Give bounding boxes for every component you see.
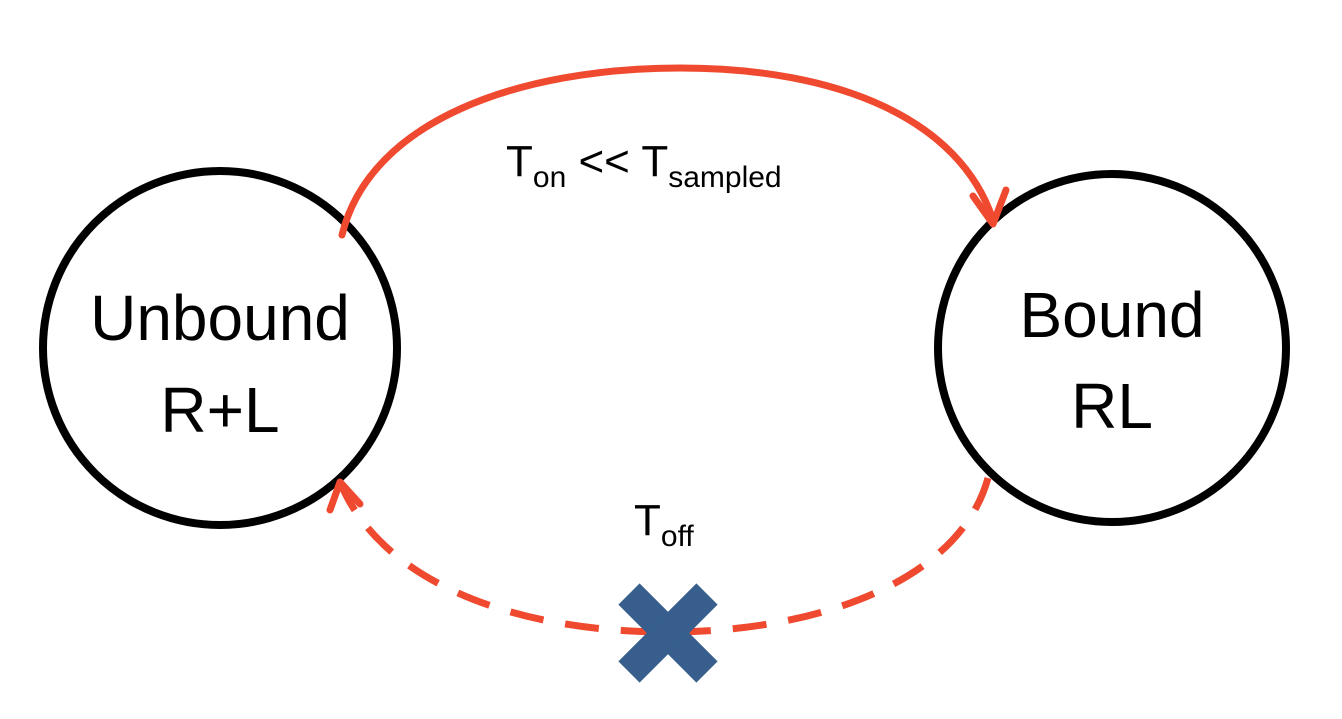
cross-icon	[618, 583, 718, 683]
unbound-state-label: Unbound	[90, 282, 350, 354]
unbinding-rate-label: Toff	[634, 496, 694, 553]
binding-arrowhead-icon	[969, 186, 1010, 228]
binding-rate-t-sampled: T	[641, 137, 668, 186]
unbound-state-circle	[39, 167, 401, 529]
unbound-state-species: R+L	[160, 374, 279, 446]
unbound-state: Unbound R+L	[39, 167, 401, 529]
binding-rate-t-on: T	[506, 137, 533, 186]
bound-state-circle	[934, 170, 1290, 526]
bound-state-label: Bound	[1019, 279, 1204, 351]
unbinding-rate-off-subscript: off	[661, 520, 694, 553]
binding-rate-relation: <<	[566, 137, 641, 186]
binding-transition: Ton << Tsampled	[338, 64, 1010, 239]
unbinding-rate-t-off: T	[634, 496, 661, 545]
binding-rate-label: Ton << Tsampled	[506, 137, 782, 194]
binding-rate-sampled-subscript: sampled	[668, 161, 781, 194]
unbinding-arrowhead-icon	[326, 478, 364, 514]
bound-state-species: RL	[1071, 370, 1153, 442]
binding-rate-on-subscript: on	[533, 161, 566, 194]
unbinding-transition: Toff	[326, 477, 992, 636]
binding-arrow-path	[338, 64, 997, 239]
bound-state: Bound RL	[934, 170, 1290, 526]
